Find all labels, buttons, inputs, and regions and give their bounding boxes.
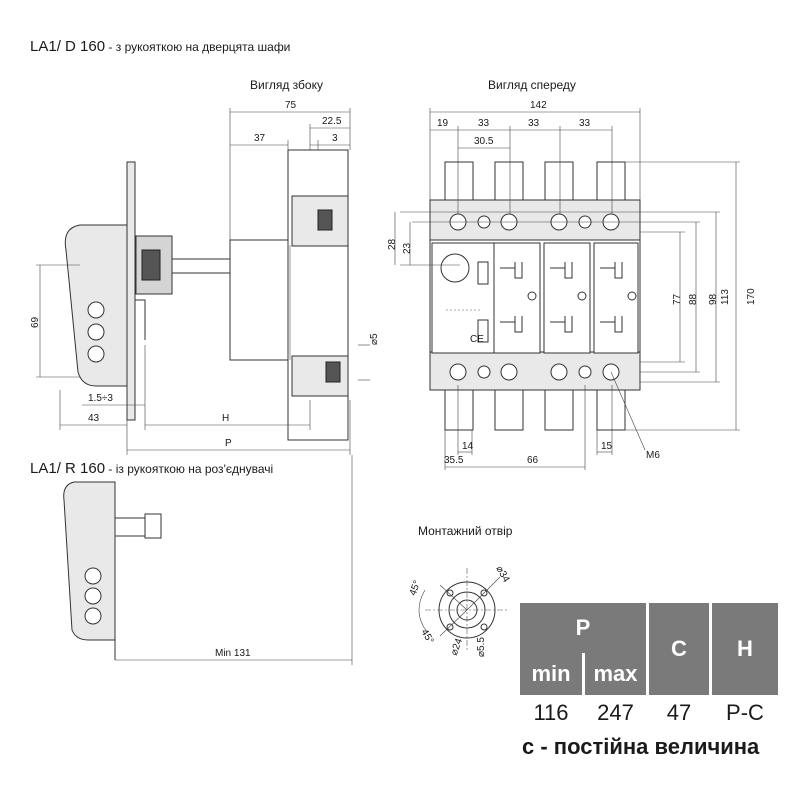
caption-mounting-hole: Монтажний отвір: [418, 524, 513, 538]
title-la1-d160: LA1/ D 160 - з рукояткою на дверцята шаф…: [30, 38, 290, 56]
shaft: [171, 258, 231, 274]
side-view-drawing: 75 37 22.5 3 69 1.5÷3 43 H P ⌀5: [30, 100, 380, 455]
dim-1-5-3: 1.5÷3: [88, 393, 113, 404]
dim-88: 88: [688, 293, 699, 305]
handle-hole: [84, 567, 102, 585]
handle-hole: [84, 587, 102, 605]
coupling-core: [141, 249, 161, 281]
front-view-drawing: CE: [387, 100, 757, 470]
bracket: [135, 299, 146, 340]
mounting-hole-drawing: 45° 45° ⌀34 ⌀24 ⌀5.5: [408, 564, 512, 657]
caption-front-view: Вигляд спереду: [488, 78, 576, 92]
dim-d34: ⌀34: [493, 564, 511, 585]
terminal-screw: [550, 363, 568, 381]
table-header-h: H: [712, 603, 778, 695]
dim-37: 37: [254, 133, 266, 144]
dim-77: 77: [672, 293, 683, 305]
table-value-c: 47: [666, 700, 692, 725]
dim-113: 113: [720, 289, 731, 305]
dim-33: 33: [478, 118, 490, 129]
dim-98: 98: [708, 293, 719, 305]
dim-min-131: Min 131: [215, 648, 251, 659]
table-value-max: 247: [597, 700, 634, 725]
handle-hole: [87, 345, 105, 363]
handle-hole: [84, 607, 102, 625]
dim-33: 33: [528, 118, 540, 129]
dim-d5-5: ⌀5.5: [476, 637, 487, 657]
dim-15: 15: [601, 441, 613, 452]
handle-hole: [87, 323, 105, 341]
dim-69: 69: [30, 316, 41, 328]
table-header-p: P: [520, 603, 646, 653]
dim-23: 23: [402, 242, 413, 254]
handle-nut: [144, 513, 162, 539]
ce-mark: CE: [470, 334, 484, 345]
dim-35-5: 35.5: [444, 455, 464, 466]
title-la1-r160: LA1/ R 160 - із рукояткою на роз'єднувач…: [30, 460, 273, 478]
dim-66: 66: [527, 455, 539, 466]
side-view-r-drawing: Min 131: [63, 455, 353, 665]
rotary-knob: [440, 253, 470, 283]
caption-side-view: Вигляд збоку: [250, 78, 323, 92]
dim-p: P: [225, 438, 232, 449]
title-desc: - із рукояткою на роз'єднувачі: [105, 462, 274, 476]
switch-handle: [63, 481, 116, 641]
dim-d24: ⌀24: [449, 637, 465, 657]
dim-30-5: 30.5: [474, 136, 494, 147]
table-note: с - постійна величина: [522, 734, 760, 759]
table-header-max: max: [585, 653, 646, 695]
table-header-c: C: [649, 603, 709, 695]
table-value-h: P-C: [726, 700, 764, 725]
terminal-screw: [500, 363, 518, 381]
terminal-screw: [449, 363, 467, 381]
switch-body: [229, 239, 291, 361]
table-header-min: min: [520, 653, 582, 695]
dim-142: 142: [530, 100, 547, 111]
dim-h: H: [222, 413, 229, 424]
dim-d5: ⌀5: [369, 333, 380, 345]
dim-75: 75: [285, 100, 297, 111]
title-desc: - з рукояткою на дверцята шафи: [105, 40, 291, 54]
dim-19: 19: [437, 118, 449, 129]
dim-170: 170: [746, 288, 757, 305]
door-plate: [126, 161, 136, 421]
dim-43: 43: [88, 413, 100, 424]
handle-hole: [87, 301, 105, 319]
dim-22-5: 22.5: [322, 116, 342, 127]
title-code: LA1/ D 160: [30, 38, 106, 55]
terminal-screw: [317, 209, 333, 231]
title-code: LA1/ R 160: [30, 460, 106, 477]
dim-28: 28: [387, 238, 398, 250]
table-value-min: 116: [533, 700, 569, 725]
terminal-screw: [325, 361, 341, 383]
dim-3: 3: [332, 133, 338, 144]
angle-45-top: 45°: [408, 579, 424, 597]
dim-33: 33: [579, 118, 591, 129]
dim-14: 14: [462, 441, 474, 452]
angle-45-bottom: 45°: [418, 627, 435, 646]
dim-m6: M6: [646, 450, 660, 461]
